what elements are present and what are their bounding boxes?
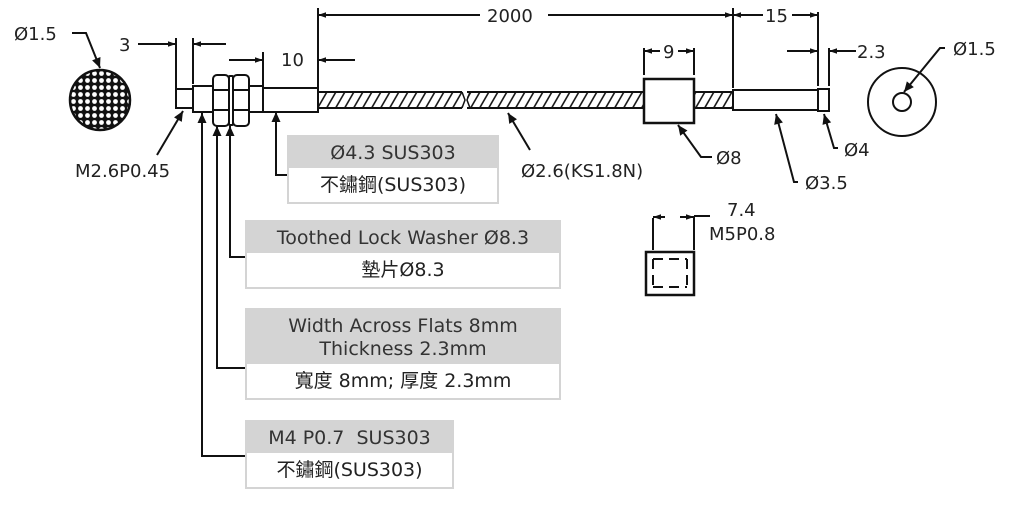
leader-block-dia [677, 124, 712, 158]
leader-tip-dia-right [903, 47, 945, 93]
label-end-dia: Ø3.5 [805, 173, 848, 194]
label-tip-dia-left: Ø1.5 [14, 24, 57, 45]
cable-block [642, 77, 696, 125]
callout-nut-header: Width Across Flats 8mm Thickness 2.3mm [247, 310, 559, 364]
leader-thread [156, 110, 184, 156]
callout-body-header: M4 P0.7 SUS303 [247, 422, 452, 453]
end-tip [817, 88, 830, 112]
end-view-outer [867, 67, 937, 137]
nut-side-view [644, 214, 710, 297]
label-block-dia: Ø8 [716, 148, 742, 169]
leader-body-callout [197, 113, 245, 457]
label-sleeve-len: 10 [281, 50, 304, 71]
callout-washer: Toothed Lock Washer Ø8.3 墊片Ø8.3 [245, 220, 561, 289]
callout-body: M4 P0.7 SUS303 不鏽鋼(SUS303) [245, 420, 454, 489]
leader-end-dia [774, 113, 798, 183]
label-thread-len: 3 [119, 35, 130, 56]
leader-end-tip-dia [822, 113, 838, 149]
leader-sleeve-callout [271, 112, 288, 176]
callout-nut-header-line2: Thickness 2.3mm [319, 338, 487, 360]
threaded-body [192, 85, 214, 113]
callout-nut: Width Across Flats 8mm Thickness 2.3mm 寬… [245, 308, 561, 400]
callout-sleeve-sub: 不鏽鋼(SUS303) [319, 174, 467, 196]
label-cable-dia: Ø2.6(KS1.8N) [521, 161, 643, 182]
leader-washer-callout [225, 126, 245, 258]
leader-tip-dia-left [72, 32, 101, 69]
fiber-cable [318, 91, 733, 109]
label-cable-len: 2000 [487, 6, 533, 27]
nut-2 [232, 74, 250, 127]
label-block-len: 9 [663, 42, 674, 63]
callout-body-sub: 不鏽鋼(SUS303) [276, 459, 423, 481]
label-end-tip-len: 2.3 [857, 42, 886, 63]
label-end-len: 15 [765, 6, 788, 27]
callout-washer-header: Toothed Lock Washer Ø8.3 [247, 222, 559, 253]
leader-nut-callout [212, 126, 245, 369]
sleeve [262, 87, 319, 113]
label-nut-size: 7.4 [727, 200, 756, 221]
label-nut-thread: M5P0.8 [709, 224, 775, 245]
callout-sleeve-header: Ø4.3 SUS303 [289, 137, 497, 168]
nut-1 [212, 74, 230, 127]
callout-washer-sub: 墊片Ø8.3 [361, 259, 445, 281]
end-tube [732, 89, 819, 111]
label-thread-spec: M2.6P0.45 [75, 161, 170, 182]
label-tip-dia-right: Ø1.5 [953, 39, 996, 60]
callout-sleeve: Ø4.3 SUS303 不鏽鋼(SUS303) [287, 135, 499, 204]
thread-tip [175, 88, 194, 109]
end-view-inner [892, 92, 912, 112]
callout-nut-sub: 寬度 8mm; 厚度 2.3mm [294, 370, 512, 392]
fiber-bundle-end-view [68, 68, 132, 132]
label-end-tip-dia: Ø4 [844, 140, 870, 161]
callout-nut-header-line1: Width Across Flats 8mm [288, 315, 518, 337]
leader-cable-dia [507, 112, 531, 151]
